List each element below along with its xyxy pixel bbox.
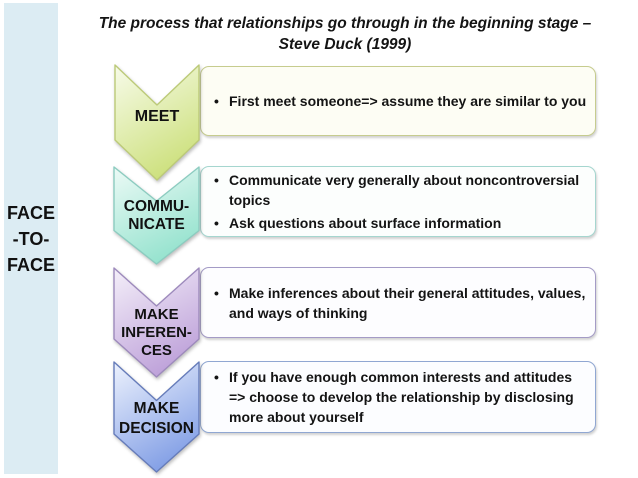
bullet-text: If you have enough common interests and … xyxy=(229,369,574,425)
slide-title: The process that relationships go throug… xyxy=(62,13,628,55)
bullet-icon: • xyxy=(214,93,219,109)
bullet-text: Communicate very generally about noncont… xyxy=(229,172,580,208)
bullet-icon: • xyxy=(214,369,219,385)
list-item: • Make inferences about their general at… xyxy=(214,283,589,323)
make-decision-info-box: • If you have enough common interests an… xyxy=(200,361,596,433)
make-inferences-info-box: • Make inferences about their general at… xyxy=(200,267,596,338)
list-item: • If you have enough common interests an… xyxy=(214,367,589,427)
communicate-label: COMMU- NICATE xyxy=(123,198,190,233)
communicate-arrow-icon xyxy=(113,166,200,265)
make-decision-label: MAKE DECISION xyxy=(119,400,194,437)
bullet-text: Ask questions about surface information xyxy=(229,215,502,231)
face-to-face-label: FACE -TO- FACE xyxy=(6,202,55,275)
bullet-icon: • xyxy=(214,215,219,231)
make-inferences-label: MAKE INFEREN- CES xyxy=(121,306,192,359)
face-to-face-banner: FACE -TO- FACE xyxy=(4,3,58,474)
meet-label: MEET xyxy=(134,108,180,125)
list-item: • First meet someone=> assume they are s… xyxy=(214,91,589,111)
list-item: • Communicate very generally about nonco… xyxy=(214,170,589,210)
list-item: • Ask questions about surface informatio… xyxy=(214,213,589,233)
bullet-text: First meet someone=> assume they are sim… xyxy=(229,93,587,109)
title-line-2: Steve Duck (1999) xyxy=(278,36,412,53)
make-inferences-arrow-icon xyxy=(113,267,200,378)
communicate-info-box: • Communicate very generally about nonco… xyxy=(200,166,596,237)
bullet-icon: • xyxy=(214,172,219,188)
meet-arrow-icon xyxy=(114,64,200,181)
meet-info-box: • First meet someone=> assume they are s… xyxy=(200,66,596,136)
title-line-1: The process that relationships go throug… xyxy=(98,15,592,32)
bullet-text: Make inferences about their general atti… xyxy=(229,284,586,321)
make-decision-arrow-icon xyxy=(113,361,200,473)
bullet-icon: • xyxy=(214,284,219,301)
